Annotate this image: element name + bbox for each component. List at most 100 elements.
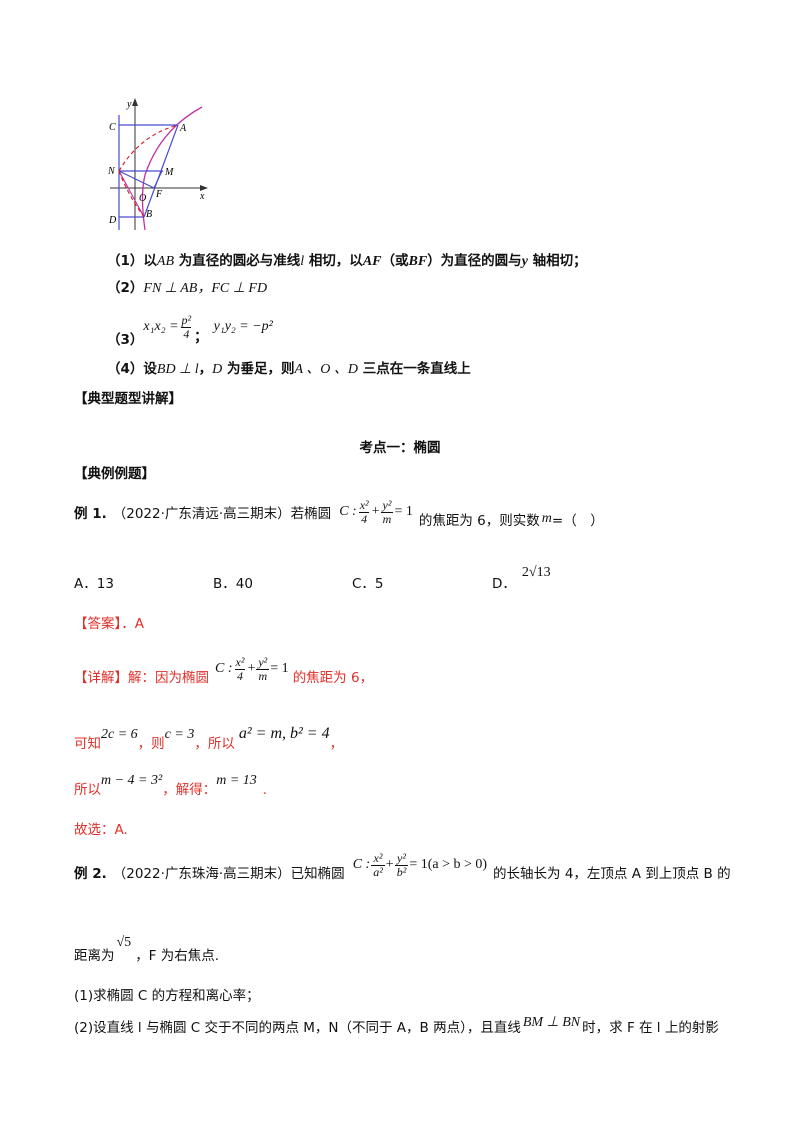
- prop1-bf: BF: [408, 254, 428, 269]
- prop2-math: FN ⊥ AB，FC ⊥ FD: [143, 281, 268, 296]
- ex2-tail: 的长轴长为 4，左顶点 A 到上顶点 B 的: [493, 866, 731, 882]
- ex2-eq-rhs: = 1(a > b > 0): [409, 857, 488, 872]
- prop3-frac-den: 4: [181, 326, 192, 341]
- label-y: y: [126, 99, 132, 110]
- ex2-l2-a: 距离为: [74, 948, 115, 964]
- prop1-c: 相切，以: [308, 253, 363, 269]
- ex1-detail-label: 【详解】: [74, 670, 128, 686]
- prop4-e: 三点在一条直线上: [362, 361, 471, 377]
- prop1-d: （或: [381, 253, 409, 269]
- parabola-curve: [141, 106, 203, 231]
- ex2-line-2: 距离为√5，F 为右焦点.: [74, 930, 219, 964]
- ex2-frac2-num: y²: [397, 850, 406, 865]
- ex1-option-d-label: D．: [492, 576, 516, 592]
- ex1-l2-m1: 2c = 6: [101, 727, 138, 742]
- x-axis-arrow-icon: [200, 185, 208, 191]
- ex1-l2-m3: a² = m, b² = 4: [238, 725, 330, 742]
- ex1-detail-plus: +: [247, 661, 256, 676]
- example-heading: 【典例例题】: [74, 466, 155, 482]
- ex2-l2-m: √5: [116, 935, 132, 950]
- prop1-ab: AB: [156, 254, 175, 269]
- label-b: B: [146, 209, 152, 220]
- prop3-rhs: y₁y₂ = −p²: [213, 319, 273, 334]
- ex1-tail-end: =（ ）: [551, 513, 604, 529]
- ex1-detail-frac2-den: m: [256, 668, 270, 683]
- ex1-frac2-den: m: [380, 511, 394, 526]
- ex1-tail-m: m: [541, 511, 552, 526]
- prop1-a: 以: [143, 253, 157, 269]
- property-1: （1）以AB 为直径的圆必与准线l 相切，以AF（或BF）为直径的圆与y 轴相切…: [107, 249, 587, 270]
- ex1-l3-a: 所以: [74, 782, 101, 798]
- ex1-detail-eq-c: C :: [215, 661, 233, 676]
- prop1-b: 为直径的圆必与准线: [178, 253, 301, 269]
- prop3-lhs: x₁x₂ =: [143, 319, 179, 334]
- ex1-tail: 的焦距为 6，则实数: [418, 513, 540, 529]
- label-n: N: [107, 166, 116, 177]
- ex2-label: 例 2.: [74, 866, 107, 882]
- ex1-option-b[interactable]: B．40: [213, 576, 253, 592]
- ex2-frac2-den: b²: [394, 864, 409, 879]
- topic-heading: 考点一：椭圆: [359, 440, 441, 456]
- label-o: O: [139, 193, 146, 204]
- ex1-frac1-num: x²: [359, 497, 369, 512]
- prop4-b: ，: [198, 361, 213, 377]
- chord-ab: [143, 124, 179, 218]
- label-d: D: [108, 215, 117, 226]
- line-fc: [153, 170, 163, 189]
- prop2-num: （2）: [107, 280, 144, 296]
- ex1-l2-c: ，所以: [194, 736, 235, 752]
- ex1-detail-frac2-num: y²: [258, 654, 268, 669]
- ex1-option-d-math: 2√13: [521, 565, 551, 580]
- line-nb: [118, 170, 145, 218]
- ex1-l2-a: 可知: [74, 736, 101, 752]
- prop1-num: （1）: [107, 253, 144, 269]
- ex2-frac1-num: x²: [373, 850, 383, 865]
- ex1-l2-b: ，则: [137, 736, 165, 752]
- prop3-sep: ；: [194, 329, 208, 345]
- ex1-option-a[interactable]: A．13: [74, 576, 114, 592]
- ex1-l3-b: ，解得：: [162, 782, 217, 798]
- label-f: F: [155, 189, 163, 200]
- prop3-frac-num: p²: [181, 312, 192, 327]
- dashed-circle-arc: [118, 124, 179, 172]
- prop4-pts: A 、O 、D: [294, 362, 359, 377]
- ex1-eq-rhs: = 1: [394, 504, 413, 519]
- prop1-l: l: [300, 254, 305, 269]
- parabola-figure: y x C A N M O F D B: [107, 98, 208, 231]
- ex1-l2-d: ，: [329, 736, 344, 752]
- ex2-source: （2022·广东珠海·高三期末）已知椭圆: [112, 866, 345, 882]
- ex1-detail-rhs: = 1: [270, 661, 289, 676]
- ex1-l3-m1: m − 4 = 3²: [101, 773, 163, 788]
- label-c: C: [109, 122, 116, 133]
- ex2-eq-plus: +: [385, 857, 394, 872]
- ex1-line-2: 可知2c = 6，则c = 3，所以a² = m, b² = 4，: [74, 722, 343, 752]
- ex2-question-2: (2)设直线 l 与椭圆 C 交于不同的两点 M，N（不同于 A，B 两点），且…: [74, 1010, 719, 1036]
- prop4-num: （4）: [107, 361, 144, 377]
- ex1-answer: 【答案】．A: [74, 616, 144, 632]
- label-x: x: [199, 191, 205, 202]
- ex1-detail-tail: 的焦距为 6，: [292, 670, 374, 686]
- ex2-eq-c: C :: [352, 857, 371, 872]
- label-a: A: [179, 123, 187, 134]
- ex1-choose: 故选：A.: [74, 822, 128, 838]
- property-4: （4）设BD ⊥ l，D 为垂足，则A 、O 、D 三点在一条直线上: [107, 357, 471, 378]
- ex2-q2-b: 时，求 F 在 l 上的射影: [582, 1020, 719, 1036]
- ex1-line-3: 所以m − 4 = 3²，解得：m = 13.: [74, 768, 267, 798]
- ex1-frac2-num: y²: [382, 497, 392, 512]
- ex1-eq-plus: +: [371, 504, 380, 519]
- prop4-a: 设: [143, 361, 157, 377]
- ex1-label: 例 1.: [74, 506, 107, 522]
- ex1-option-c[interactable]: C．5: [352, 576, 384, 592]
- ex2-question-1: (1)求椭圆 C 的方程和离心率；: [74, 988, 260, 1004]
- prop4-c: 为垂足，则: [226, 361, 295, 377]
- property-2: （2）FN ⊥ AB，FC ⊥ FD: [107, 276, 267, 297]
- ex1-option-d[interactable]: D． 2√13: [492, 560, 551, 592]
- prop3-num: （3）: [107, 332, 144, 348]
- ex1-l3-c: .: [262, 782, 268, 798]
